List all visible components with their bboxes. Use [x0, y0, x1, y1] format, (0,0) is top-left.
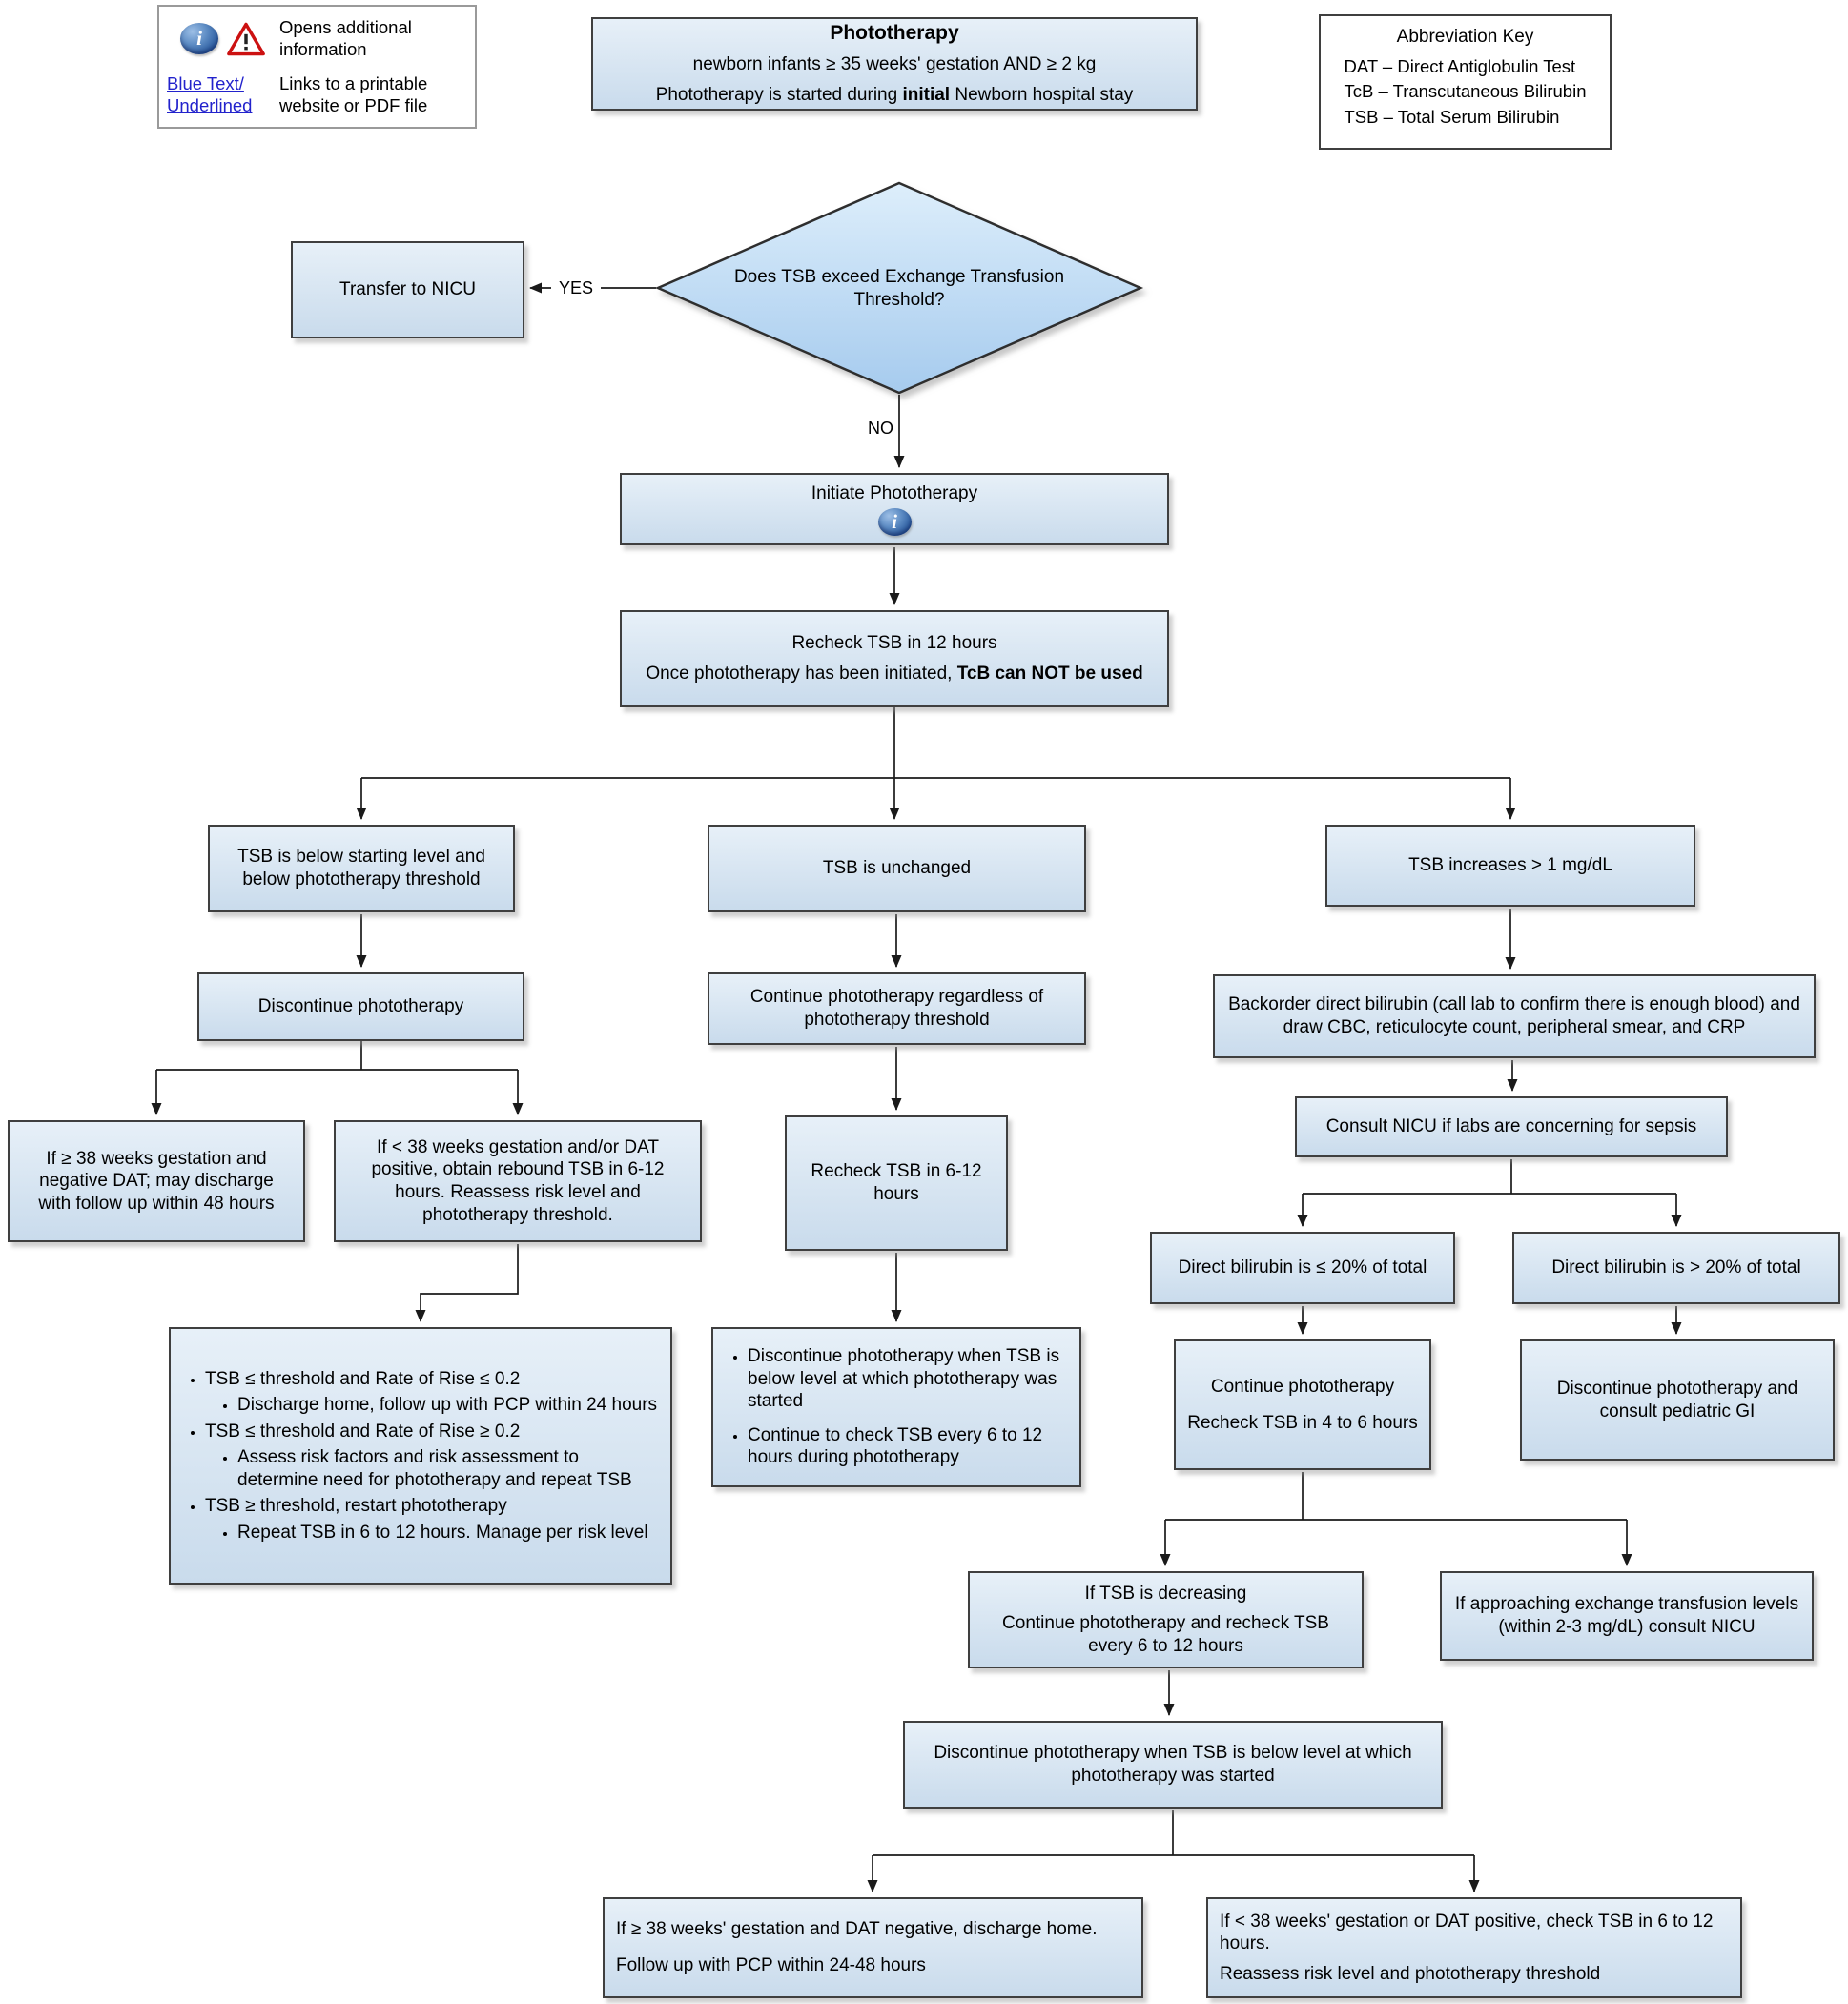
direct-bili-le20-label: Direct bilirubin is ≤ 20% of total [1178, 1258, 1427, 1278]
left-bullets-box: TSB ≤ threshold and Rate of Rise ≤ 0.2 D… [169, 1327, 672, 1585]
direct-bili-gt20-box: Direct bilirubin is > 20% of total [1512, 1232, 1840, 1304]
title-box: Phototherapy newborn infants ≥ 35 weeks'… [591, 17, 1198, 111]
bullet-item: TSB ≤ threshold and Rate of Rise ≥ 0.2 A… [205, 1421, 661, 1492]
legend-icons: i [167, 21, 279, 57]
discontinue-consult-gi-box: Discontinue phototherapy and consult ped… [1520, 1339, 1835, 1461]
page-title: Phototherapy [830, 22, 959, 45]
recheck-tsb-12-line1: Recheck TSB in 12 hours [791, 633, 997, 654]
tsb-increases-label: TSB increases > 1 mg/dL [1408, 855, 1612, 876]
connector-three-way-split [356, 707, 1516, 820]
abbreviation-key-heading: Abbreviation Key [1396, 27, 1534, 47]
consult-nicu-sepsis-box: Consult NICU if labs are concerning for … [1295, 1096, 1728, 1157]
legend-box: i Opens additional information Blue Text… [157, 5, 477, 129]
legend-link-sample: Blue Text/ Underlined [167, 72, 253, 115]
lt38-rebound-box: If < 38 weeks gestation and/or DAT posit… [334, 1120, 702, 1242]
approaching-exchange-label: If approaching exchange transfusion leve… [1454, 1594, 1799, 1637]
discontinue-when-below-label: Discontinue phototherapy when TSB is bel… [934, 1743, 1412, 1786]
backorder-labs-box: Backorder direct bilirubin (call lab to … [1213, 974, 1816, 1058]
no-label: NO [847, 416, 896, 440]
tsb-below-box: TSB is below starting level and below ph… [208, 825, 515, 912]
ge38-discharge-label: If ≥ 38 weeks gestation and negative DAT… [38, 1148, 275, 1214]
initiate-phototherapy-label: Initiate Phototherapy [811, 483, 978, 504]
discontinue-phototherapy-label: Discontinue phototherapy [257, 996, 464, 1017]
legend-link-text: Links to a printable website or PDF file [279, 72, 428, 115]
tsb-decreasing-line2: Continue phototherapy and recheck TSB ev… [1002, 1613, 1329, 1656]
bullet-subitem: Assess risk factors and risk assessment … [237, 1446, 661, 1491]
bullet-item: TSB ≥ threshold, restart phototherapy Re… [205, 1495, 661, 1544]
lt38-rebound-label: If < 38 weeks gestation and/or DAT posit… [371, 1136, 665, 1225]
continue-recheck-46-line2: Recheck TSB in 4 to 6 hours [1187, 1412, 1418, 1433]
continue-recheck-46-box: Continue phototherapy Recheck TSB in 4 t… [1174, 1339, 1431, 1470]
decision-question: Does TSB exceed Exchange Transfusion Thr… [733, 267, 1065, 310]
title-line2: newborn infants ≥ 35 weeks' gestation AN… [692, 54, 1097, 75]
abbrev-tcb: TcB – Transcutaneous Bilirubin [1344, 81, 1587, 102]
warning-icon [227, 22, 265, 55]
transfer-nicu-box: Transfer to NICU [291, 241, 524, 338]
direct-bili-le20-box: Direct bilirubin is ≤ 20% of total [1150, 1232, 1455, 1304]
recheck-tsb-612-box: Recheck TSB in 6-12 hours [785, 1115, 1008, 1251]
tsb-unchanged-label: TSB is unchanged [822, 858, 972, 879]
tsb-increases-box: TSB increases > 1 mg/dL [1325, 825, 1695, 907]
continue-recheck-46-line1: Continue phototherapy [1210, 1376, 1395, 1397]
bottom-ge38-discharge-box: If ≥ 38 weeks' gestation and DAT negativ… [603, 1897, 1143, 1998]
continue-regardless-label: Continue phototherapy regardless of phot… [749, 987, 1044, 1030]
tsb-below-label: TSB is below starting level and below ph… [237, 847, 485, 890]
info-icon[interactable]: i [877, 507, 912, 536]
recheck-tsb-12-line2: Once phototherapy has been initiated, Tc… [646, 664, 1143, 684]
discontinue-when-below-box: Discontinue phototherapy when TSB is bel… [903, 1721, 1443, 1809]
info-icon: i [180, 23, 218, 54]
transfer-nicu-label: Transfer to NICU [339, 279, 476, 300]
discontinue-consult-gi-label: Discontinue phototherapy and consult ped… [1556, 1378, 1798, 1421]
discontinue-phototherapy-box: Discontinue phototherapy [197, 972, 524, 1041]
abbreviation-key-box: Abbreviation Key DAT – Direct Antiglobul… [1319, 14, 1612, 150]
bottom-lt38-line2: Reassess risk level and phototherapy thr… [1220, 1963, 1601, 1984]
bullet-item: Continue to check TSB every 6 to 12 hour… [748, 1424, 1070, 1469]
bottom-ge38-line2: Follow up with PCP within 24-48 hours [616, 1955, 926, 1975]
ge38-discharge-box: If ≥ 38 weeks gestation and negative DAT… [8, 1120, 305, 1242]
consult-nicu-sepsis-label: Consult NICU if labs are concerning for … [1325, 1116, 1697, 1137]
backorder-labs-label: Backorder direct bilirubin (call lab to … [1228, 994, 1800, 1037]
bullet-subitem: Discharge home, follow up with PCP withi… [237, 1394, 661, 1417]
initiate-phototherapy-box: Initiate Phototherapy i [620, 473, 1169, 545]
tsb-unchanged-box: TSB is unchanged [708, 825, 1086, 912]
abbrev-dat: DAT – Direct Antiglobulin Test [1344, 55, 1576, 76]
recheck-tsb-12-box: Recheck TSB in 12 hours Once phototherap… [620, 610, 1169, 707]
bottom-lt38-recheck-box: If < 38 weeks' gestation or DAT positive… [1206, 1897, 1742, 1998]
title-line3: Phototherapy is started during initial N… [655, 85, 1134, 106]
tsb-decreasing-box: If TSB is decreasing Continue photothera… [968, 1571, 1364, 1668]
recheck-tsb-612-label: Recheck TSB in 6-12 hours [811, 1161, 982, 1204]
bullet-item: Discontinue phototherapy when TSB is bel… [748, 1345, 1070, 1413]
bottom-ge38-line1: If ≥ 38 weeks' gestation and DAT negativ… [616, 1919, 1098, 1940]
approaching-exchange-box: If approaching exchange transfusion leve… [1440, 1571, 1814, 1661]
bullet-item: TSB ≤ threshold and Rate of Rise ≤ 0.2 D… [205, 1368, 661, 1417]
connector-bottom-split [867, 1810, 1480, 1892]
continue-regardless-box: Continue phototherapy regardless of phot… [708, 972, 1086, 1045]
yes-label: YES [551, 276, 601, 300]
middle-bullets-box: Discontinue phototherapy when TSB is bel… [711, 1327, 1081, 1487]
tsb-decreasing-line1: If TSB is decreasing [1084, 1583, 1247, 1604]
abbrev-tsb: TSB – Total Serum Bilirubin [1344, 107, 1560, 128]
legend-opens-text: Opens additional information [279, 16, 412, 59]
bottom-lt38-line1: If < 38 weeks' gestation or DAT positive… [1220, 1911, 1714, 1954]
direct-bili-gt20-label: Direct bilirubin is > 20% of total [1551, 1258, 1801, 1278]
bullet-subitem: Repeat TSB in 6 to 12 hours. Manage per … [237, 1522, 661, 1544]
